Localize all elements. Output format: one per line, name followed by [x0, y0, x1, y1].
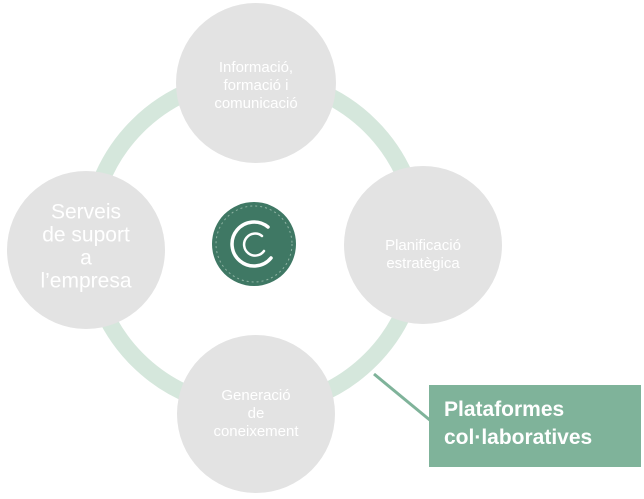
callout-label: Plataformes col·laboratives — [444, 398, 593, 449]
node-circle-right — [344, 166, 502, 324]
callout-connector-line — [373, 372, 432, 423]
node-label-line: coneixement — [213, 423, 299, 440]
node-label-line: de suport — [42, 224, 130, 247]
node-label-line: Generació — [221, 387, 290, 404]
node-label-line: Informació, — [219, 59, 293, 76]
node-label-line: de — [248, 405, 265, 422]
node-circle-bottom — [177, 335, 335, 493]
node-circle-top — [176, 3, 336, 163]
node-label-line: comunicació — [214, 95, 297, 112]
node-label-line: estratègica — [386, 255, 460, 272]
node-label-line: l’empresa — [40, 270, 131, 293]
node-label-line: formació i — [223, 77, 288, 94]
node-label-line: Serveis — [51, 201, 121, 224]
node-label-line: Planificació — [385, 237, 461, 254]
organization-logo-icon — [212, 202, 296, 286]
node-label-line: a — [80, 247, 92, 270]
callout-box: Plataformes col·laboratives — [429, 385, 641, 467]
node-circle-left — [7, 171, 165, 329]
